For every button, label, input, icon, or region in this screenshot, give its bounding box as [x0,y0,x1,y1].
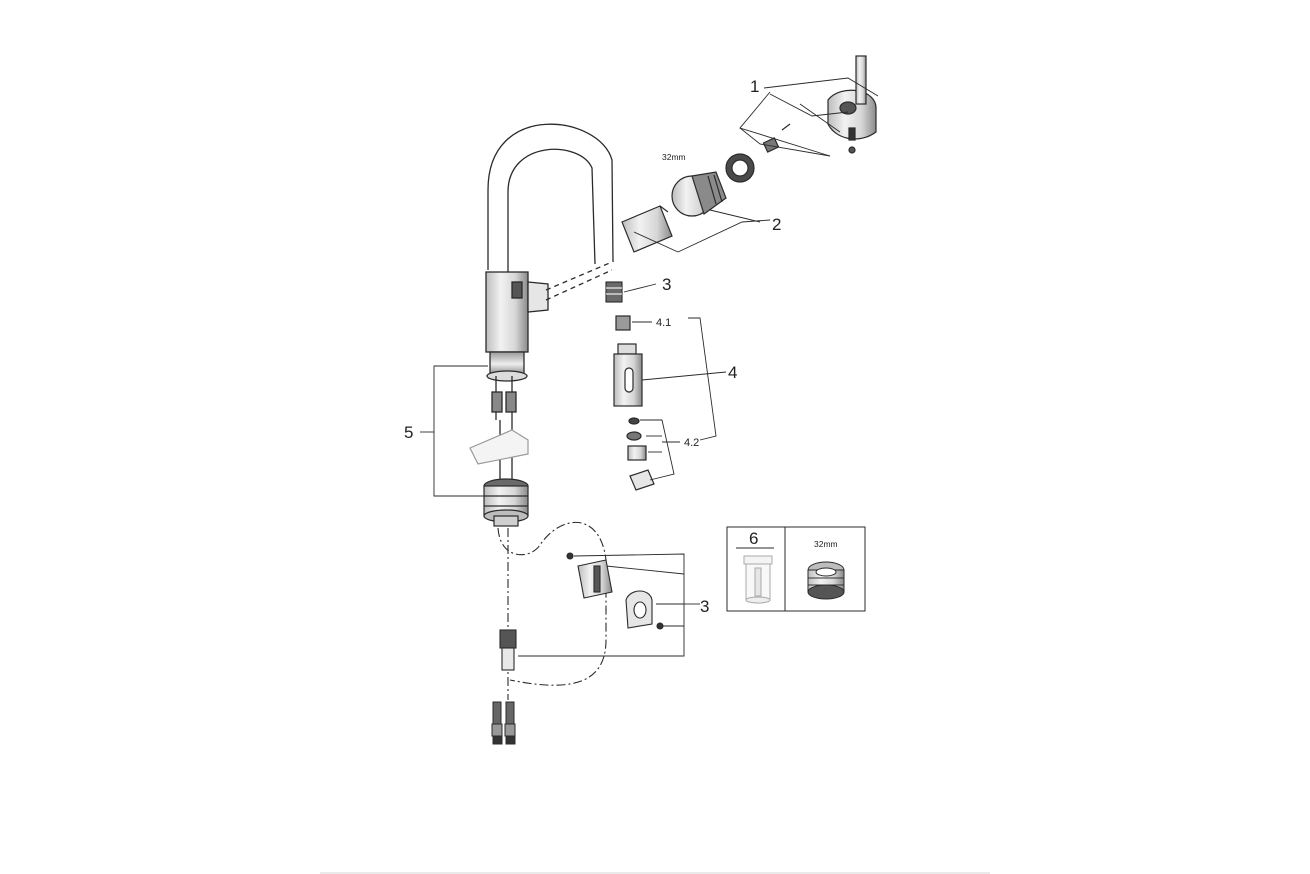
supply-hoses [491,701,516,745]
spray-head [613,315,655,491]
callout-6: 6 [749,529,758,548]
inset-dimension-label: 32mm [814,539,838,549]
hose-holder [566,552,664,630]
leader-lines [420,77,879,657]
mounting-nut [483,478,529,527]
hose-routing [497,521,607,700]
cartridge-assembly [621,55,877,253]
callout-1: 1 [750,77,759,96]
inset-cartridge [743,555,773,604]
hose-connector [499,629,517,671]
callout-4: 4 [728,363,737,382]
callout-4-2: 4.2 [684,437,699,449]
check-valve-part [615,315,631,331]
inset-nut [807,561,845,600]
dimension-label-cartridge: 32mm [662,152,686,162]
mounting-plate [469,429,529,465]
callout-4-1: 4.1 [656,317,671,329]
callout-5: 5 [404,423,413,442]
spray-hose-end [605,281,623,303]
callout-labels: 1 2 3 4.1 4 4.2 5 3 32mm [404,77,781,616]
spare-parts-inset: 6 32mm [726,526,866,612]
faucet-body [485,123,614,480]
callout-3-lower: 3 [700,597,709,616]
callout-2: 2 [772,215,781,234]
callout-3-upper: 3 [662,275,671,294]
